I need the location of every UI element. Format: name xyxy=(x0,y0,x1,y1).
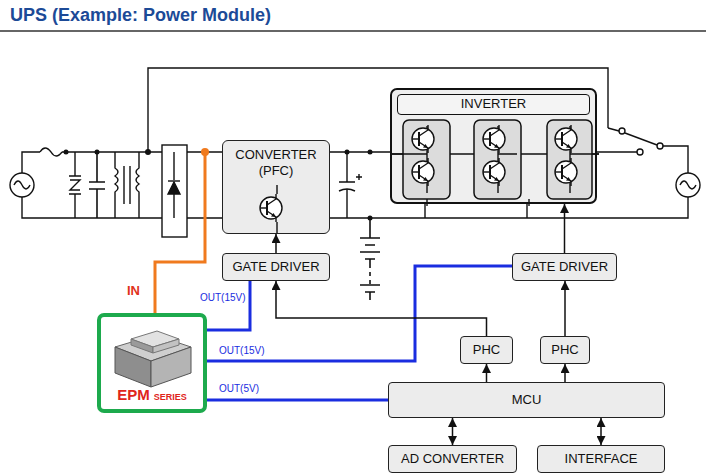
mcu-box: MCU xyxy=(388,382,665,418)
output-voltage-label: OUT(15V) xyxy=(219,346,265,356)
epm-module-box: EPM SERIES xyxy=(97,313,207,413)
signal-arrow xyxy=(452,418,454,445)
module-illustration xyxy=(101,317,203,409)
input-wire xyxy=(155,152,205,313)
input-tap-dot xyxy=(201,148,209,156)
wire-label: IN xyxy=(127,284,140,299)
output-voltage-label: OUT(5V) xyxy=(219,384,259,394)
gate-driver-box: GATE DRIVER xyxy=(512,253,617,281)
output-voltage-label: OUT(15V) xyxy=(200,293,246,303)
adc-box: AD CONVERTER xyxy=(388,445,517,473)
page-title: UPS (Example: Power Module) xyxy=(10,5,271,26)
title-rule xyxy=(0,30,706,32)
signal-arrow xyxy=(564,204,566,253)
inverter-box: INVERTER xyxy=(390,88,597,204)
power-wiring xyxy=(10,68,700,300)
node-text: CONVERTER (PFC) xyxy=(230,147,322,180)
signal-arrow xyxy=(276,281,487,336)
power-supply-line xyxy=(207,399,388,402)
signal-arrow xyxy=(600,418,602,445)
signal-arrow xyxy=(275,234,277,253)
signal-arrow xyxy=(486,364,488,382)
node-text: PHC xyxy=(473,343,500,358)
node-text: GATE DRIVER xyxy=(521,260,608,275)
power-supply-line xyxy=(207,281,250,330)
node-text: PHC xyxy=(551,343,578,358)
gate-driver-box: GATE DRIVER xyxy=(222,253,330,281)
phc-box: PHC xyxy=(540,336,590,364)
node-text: INTERFACE xyxy=(565,452,638,467)
node-text: EPM xyxy=(117,386,150,403)
node-text: MCU xyxy=(512,393,542,408)
phc-box: PHC xyxy=(460,336,513,364)
node-text: SERIES xyxy=(154,392,187,402)
signal-arrow xyxy=(564,281,566,336)
node-text: INVERTER xyxy=(397,94,590,115)
interface-box: INTERFACE xyxy=(537,445,665,473)
converter-box: CONVERTER (PFC) xyxy=(222,140,330,234)
node-text: GATE DRIVER xyxy=(232,260,319,275)
node-text: AD CONVERTER xyxy=(401,452,504,467)
signal-arrow xyxy=(564,364,566,382)
module-caption: EPM SERIES xyxy=(117,386,187,404)
